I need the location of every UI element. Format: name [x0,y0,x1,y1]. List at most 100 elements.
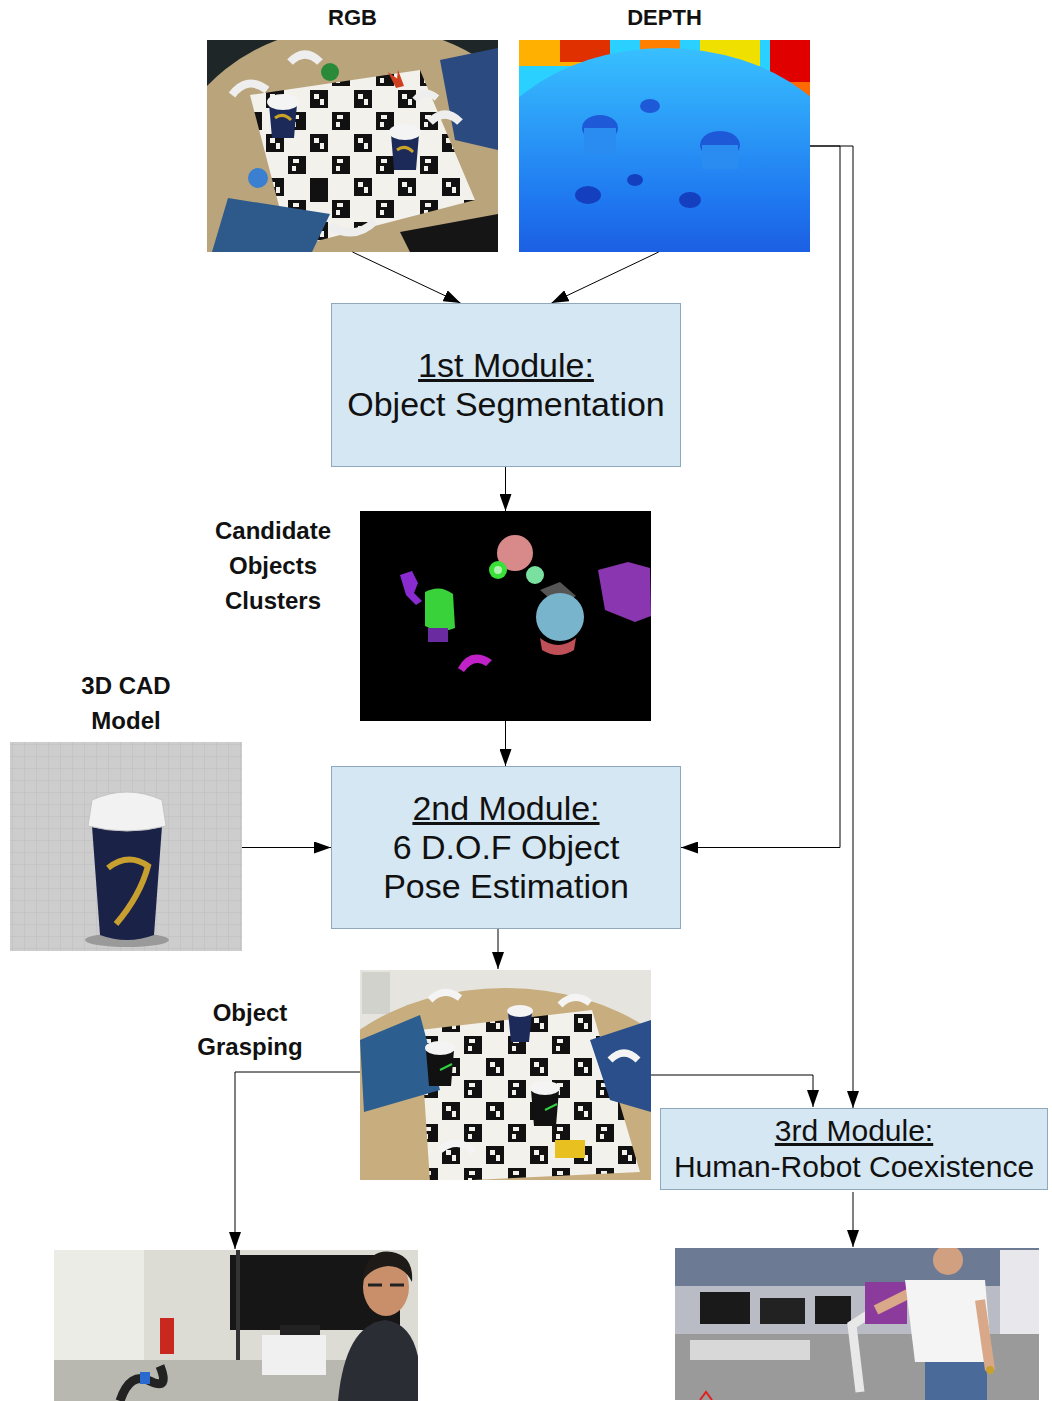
cluster-image [425,588,455,630]
cluster-image [428,628,448,642]
flow-arrow [810,146,853,1108]
grasping-photo [362,1252,412,1282]
rgb-photo [415,93,437,100]
flow-arrow [681,146,840,848]
pose-result-photo [360,970,651,1180]
rgb-photo [389,124,421,170]
arrow-label: Object Grasping [180,996,320,1064]
rgb-photo [389,124,421,140]
grasping-photo [160,1318,174,1354]
cluster-image [526,566,544,584]
depth-map [519,48,810,252]
rgb-photo [267,94,299,138]
cluster-image [458,655,492,672]
rgb-photo [267,94,299,110]
flow-arrow [235,1072,360,1249]
pose-result-photo [440,1064,557,1110]
process-box: 3rd Module:Human-Robot Coexistence [660,1108,1048,1190]
depth-map [640,99,660,113]
cluster-image [540,638,576,655]
flow-arrow [505,467,506,511]
module-name: Object Segmentation [347,385,665,424]
pose-result-photo [426,1050,454,1086]
coexistence-photo [925,1362,987,1400]
coexistence-photo [876,1292,912,1310]
coexistence-photo [700,1292,750,1324]
cluster-image [400,571,422,605]
rgb-photo [400,214,498,252]
flow-arrow [552,252,659,303]
rgb-photo [275,115,291,120]
grasping-photo [368,1284,404,1287]
pose-result-photo [507,1005,533,1042]
module-name: Human-Robot Coexistence [674,1149,1034,1185]
pose-result-photo [590,1020,651,1112]
rgb-photo [207,40,498,252]
pose-result-photo [560,997,590,1005]
rgb-photo [330,221,375,232]
depth-map [702,145,738,169]
coexistence-photo [933,1248,963,1275]
flow-arrow [353,252,461,303]
grasping-photo [262,1335,326,1375]
image-heading: 3D CAD Model [61,668,191,738]
coexistence-photo [986,1366,994,1374]
depth-map [584,128,616,154]
flow-arrow [242,847,331,848]
rgb-photo [212,198,330,252]
cluster-image [536,593,584,641]
flow-arrow [498,929,499,969]
flow-arrow [853,1192,854,1247]
pose-result-photo [530,1081,560,1126]
cluster-image [360,511,651,721]
rgb-photo [430,115,460,123]
image-heading: DEPTH [519,4,810,32]
image-heading: RGB [207,4,498,32]
pose-result-photo [360,988,651,1180]
pose-result-photo [425,1041,455,1086]
coexistence-photo [760,1298,805,1324]
pose-result-photo [440,1143,474,1152]
image-heading: Candidate Objects Clusters [196,513,350,618]
coexistence-photo [675,1248,1039,1400]
rgb-photo [232,84,267,95]
cluster-image [598,562,651,622]
cluster-image [489,561,507,579]
pose-result-photo [362,972,390,1014]
rgb-photo [248,168,268,188]
cad-render [10,742,242,951]
grasping-photo [280,1325,320,1335]
grasping-photo [120,1366,163,1401]
pose-result-photo [531,1090,559,1126]
pose-result-photo [430,992,460,1000]
pose-result-photo [555,1140,585,1158]
image-panel: 3D CAD Model [10,742,242,951]
coexistence-photo [700,1392,712,1400]
rgb-photo [321,63,339,81]
module-title: 2nd Module: [412,789,599,828]
depth-map [519,40,810,252]
pose-result-photo [530,1081,560,1095]
module-title: 1st Module: [418,346,594,385]
image-panel: DEPTH [519,40,810,252]
grasping-photo [140,1372,150,1384]
cad-render [92,826,162,940]
process-box: 2nd Module:6 D.O.F Object Pose Estimatio… [331,766,681,929]
pose-result-photo [425,1041,455,1055]
coexistence-photo [1000,1250,1039,1340]
cad-render [88,792,166,831]
cluster-image [494,566,502,574]
rgb-photo [397,147,413,152]
flow-arrow [651,1075,813,1107]
cad-render [10,742,242,951]
pose-result-photo [610,1053,638,1060]
flow-arrow [235,929,853,1249]
image-panel: RGB [207,40,498,252]
coexistence-photo [815,1296,851,1324]
depth-map [627,174,643,186]
pose-result-photo [507,1005,533,1017]
coexistence-photo [690,1340,810,1360]
